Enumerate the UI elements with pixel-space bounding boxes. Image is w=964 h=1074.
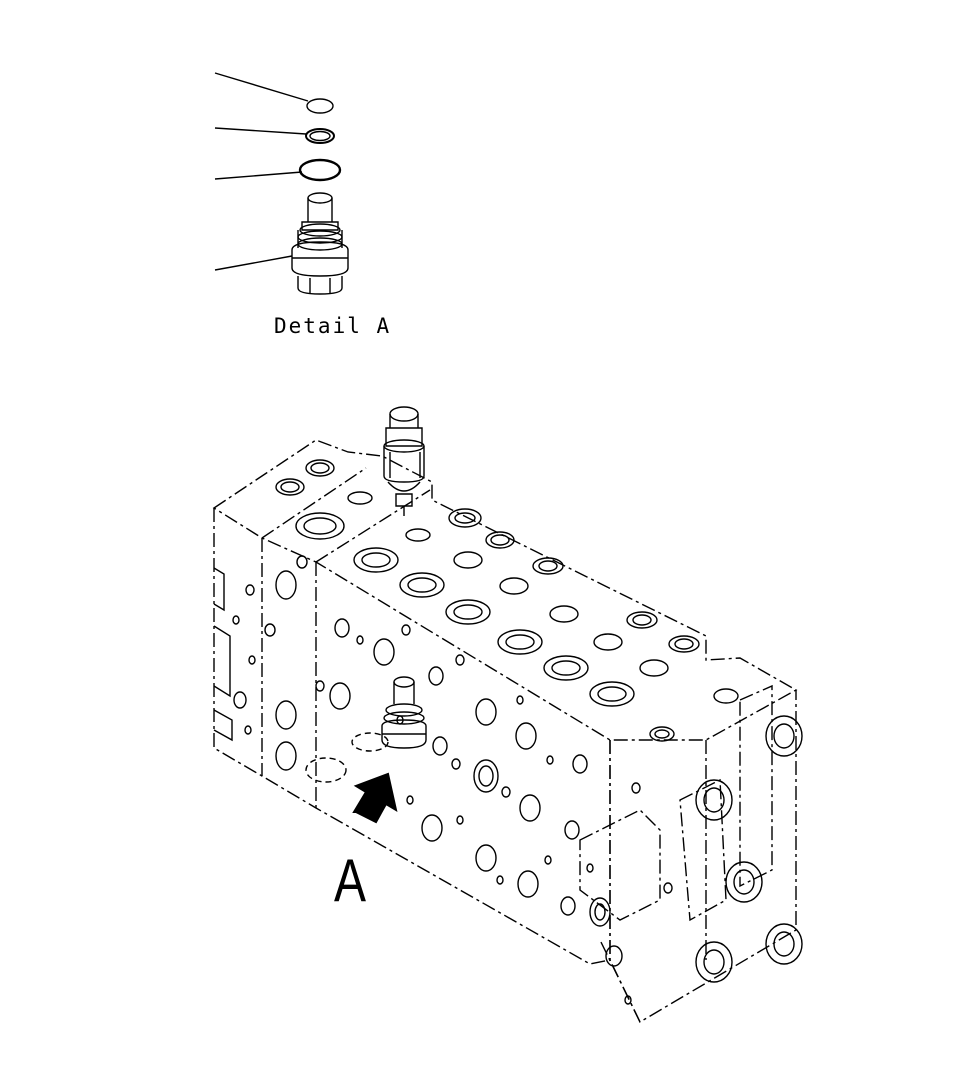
end-block-bosses (586, 715, 803, 1005)
view-marker-a: A (334, 847, 367, 914)
top-mounted-valve (383, 406, 425, 516)
block-top-face (212, 439, 798, 741)
leader-line-1 (214, 72, 309, 102)
leader-line-4 (214, 255, 293, 271)
block-end-face (609, 690, 797, 1023)
installed-valve (305, 676, 427, 783)
top-ports (275, 459, 739, 742)
leader-line-3 (214, 171, 303, 180)
valve-plug (291, 192, 349, 295)
detail-a-exploded-view (214, 72, 349, 295)
backup-ring (305, 128, 335, 144)
front-holes (232, 555, 588, 916)
left-end-detail (213, 567, 255, 742)
detail-a-label: Detail A (274, 314, 392, 338)
arrow-pointer (352, 772, 398, 824)
leader-line-2 (214, 127, 307, 135)
valve-block (212, 439, 798, 1023)
o-ring (298, 158, 342, 182)
small-seal (306, 98, 334, 114)
block-front-face (213, 508, 611, 965)
